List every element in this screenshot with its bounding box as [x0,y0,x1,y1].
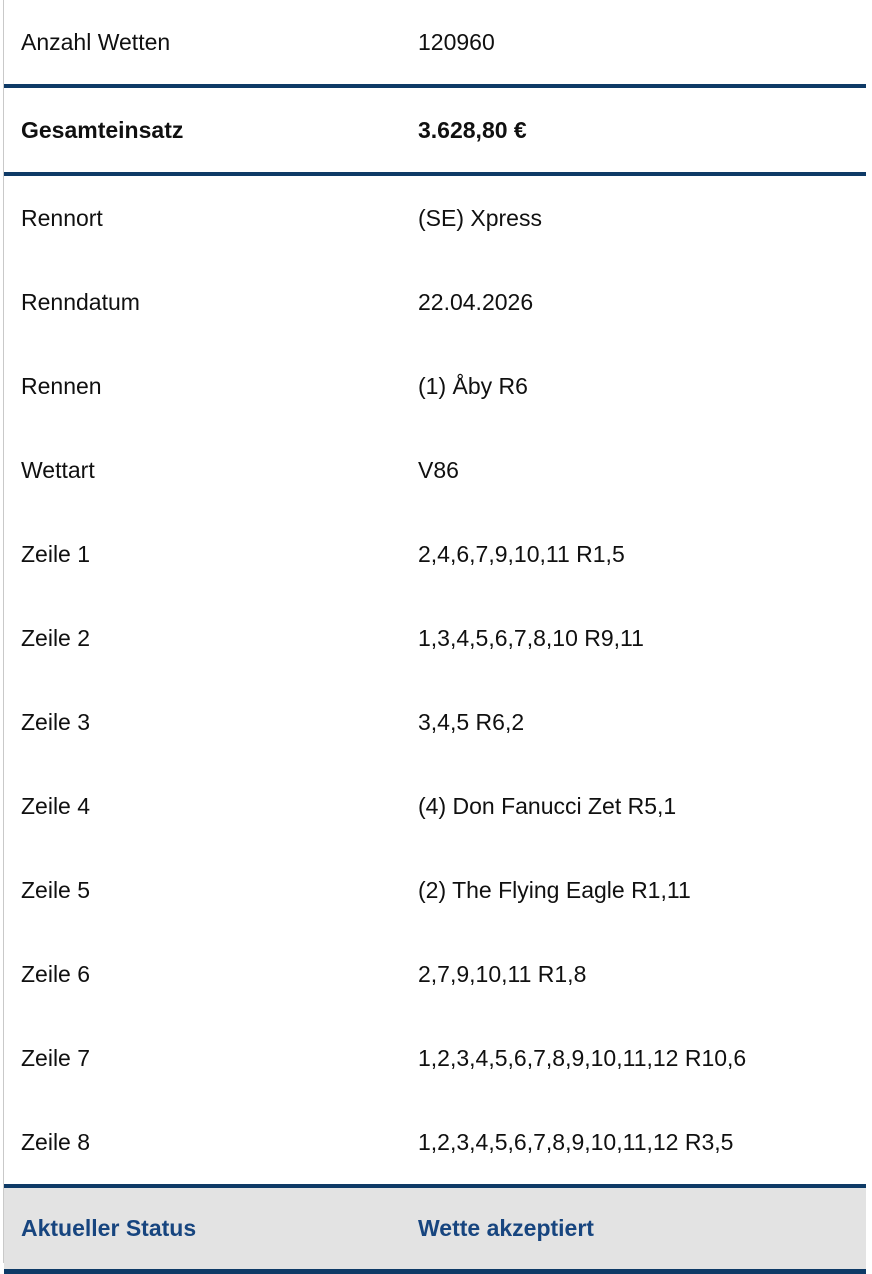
row-value: (1) Åby R6 [418,372,528,399]
row-value: (2) The Flying Eagle R1,11 [418,876,691,903]
row-label: Rennen [21,372,102,399]
table-row: Rennort (SE) Xpress [4,176,866,260]
table-row: Wettart V86 [4,428,866,512]
row-label: Zeile 6 [21,960,91,987]
row-value: 120960 [418,28,495,55]
status-label: Aktueller Status [21,1215,197,1242]
row-value: V86 [418,456,459,483]
table-row: Anzahl Wetten 120960 [4,0,866,84]
table-row: Gesamteinsatz 3.628,80 € [4,84,866,176]
row-label: Zeile 4 [21,792,91,819]
row-value: (SE) Xpress [418,204,542,231]
status-badge: Wette akzeptiert [418,1215,594,1242]
row-value: 1,2,3,4,5,6,7,8,9,10,11,12 R10,6 [418,1044,747,1071]
table-row: Zeile 8 1,2,3,4,5,6,7,8,9,10,11,12 R3,5 [4,1100,866,1184]
table-row: Zeile 2 1,3,4,5,6,7,8,10 R9,11 [4,596,866,680]
row-value: 1,3,4,5,6,7,8,10 R9,11 [418,624,644,651]
row-label: Anzahl Wetten [21,28,171,55]
row-label: Zeile 3 [21,708,91,735]
row-label: Renndatum [21,288,140,315]
row-label: Zeile 5 [21,876,91,903]
row-value: 1,2,3,4,5,6,7,8,9,10,11,12 R3,5 [418,1128,734,1155]
row-value: 3,4,5 R6,2 [418,708,525,735]
row-label: Gesamteinsatz [21,116,184,143]
row-label: Rennort [21,204,103,231]
table-row: Zeile 3 3,4,5 R6,2 [4,680,866,764]
table-left-edge [3,0,4,1263]
row-label: Zeile 1 [21,540,91,567]
table-row: Zeile 1 2,4,6,7,9,10,11 R1,5 [4,512,866,596]
row-label: Wettart [21,456,95,483]
row-label: Zeile 2 [21,624,91,651]
table-row: Renndatum 22.04.2026 [4,260,866,344]
row-value: 22.04.2026 [418,288,534,315]
status-row: Aktueller Status Wette akzeptiert [4,1184,866,1274]
row-label: Zeile 7 [21,1044,91,1071]
row-value: 2,4,6,7,9,10,11 R1,5 [418,540,625,567]
table-row: Zeile 4 (4) Don Fanucci Zet R5,1 [4,764,866,848]
table-row: Zeile 5 (2) The Flying Eagle R1,11 [4,848,866,932]
row-value: 2,7,9,10,11 R1,8 [418,960,587,987]
row-value: 3.628,80 € [418,116,527,143]
row-value: (4) Don Fanucci Zet R5,1 [418,792,677,819]
row-label: Zeile 8 [21,1128,91,1155]
table-row: Rennen (1) Åby R6 [4,344,866,428]
table-row: Zeile 7 1,2,3,4,5,6,7,8,9,10,11,12 R10,6 [4,1016,866,1100]
table-row: Zeile 6 2,7,9,10,11 R1,8 [4,932,866,1016]
